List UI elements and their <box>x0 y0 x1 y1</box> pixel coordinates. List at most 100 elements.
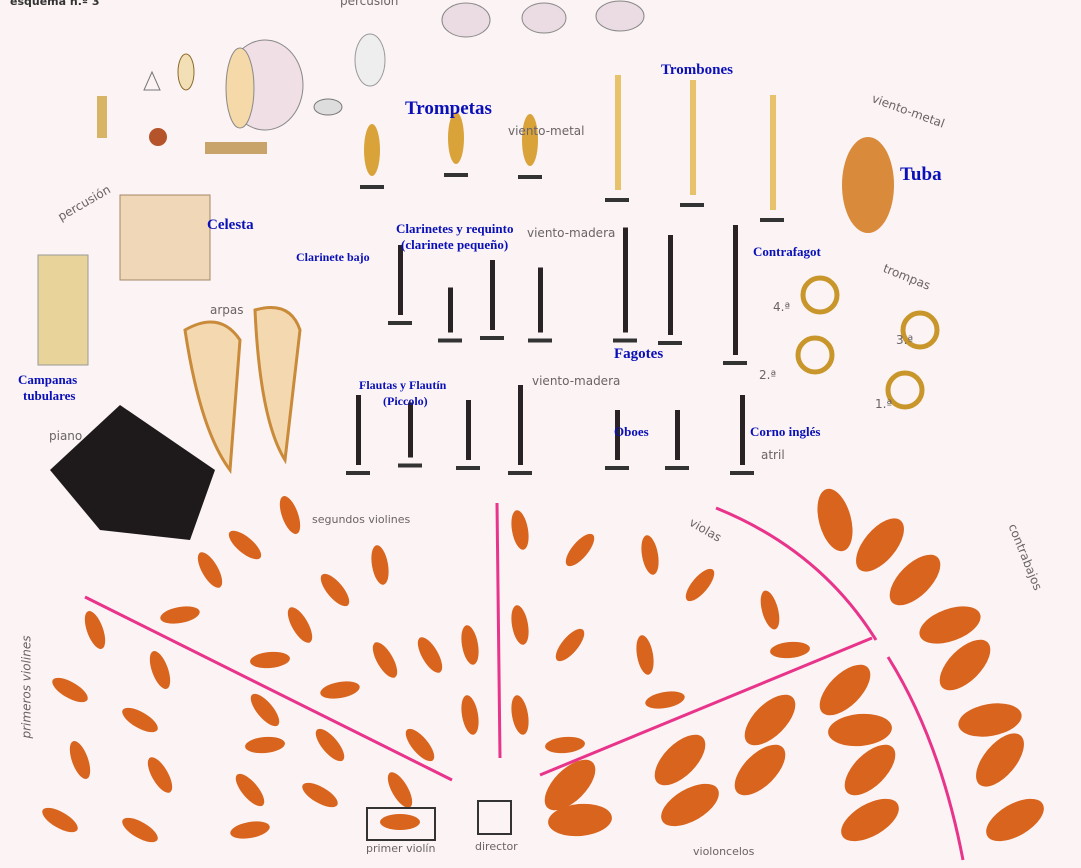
violin-icon <box>42 807 78 833</box>
horn-number: 3.ª <box>896 333 914 347</box>
music-stand-icon <box>658 341 682 345</box>
section-label-percusion: percusión <box>340 0 399 8</box>
horn-number: 4.ª <box>773 300 791 314</box>
violin-icon <box>380 814 420 830</box>
violin-icon <box>511 605 529 645</box>
woodwind-icon <box>356 395 361 465</box>
cello-icon <box>976 733 1024 787</box>
section-label-viento-metal: viento-metal <box>508 124 585 138</box>
triangle-icon <box>143 70 161 91</box>
cello-icon <box>986 798 1044 842</box>
violin-icon <box>641 535 659 575</box>
violin-icon <box>645 691 685 709</box>
french-horn-icon <box>885 370 925 410</box>
label-clarinetes: Clarinetes y requinto <box>396 221 514 236</box>
label-atril: atril <box>761 448 785 462</box>
violin-icon <box>387 772 413 808</box>
label-clarinete-bajo: Clarinete bajo <box>296 250 370 264</box>
cello-icon <box>734 744 786 796</box>
woodwind-icon <box>675 410 680 460</box>
percussion-group <box>37 0 645 540</box>
label-flautas: Flautas y Flautín <box>359 378 447 392</box>
violin-icon <box>315 728 345 762</box>
violin-icon <box>555 628 585 662</box>
music-stand-icon <box>444 173 468 177</box>
woodwind-icon <box>490 260 495 330</box>
woodwind-icon <box>398 245 403 315</box>
piano-icon <box>50 405 215 540</box>
music-stand-icon <box>613 338 637 343</box>
violin-icon <box>122 817 158 843</box>
woodwind-icon <box>408 402 413 458</box>
violin-icon <box>228 530 262 560</box>
music-stand-icon <box>518 175 542 179</box>
violin-icon <box>405 728 435 762</box>
cello-icon <box>828 713 892 747</box>
violin-icon <box>149 651 171 689</box>
string-instruments <box>42 488 1044 843</box>
divider-violas-contrabajos <box>715 506 878 641</box>
music-stand-icon <box>438 338 462 343</box>
violin-icon <box>461 695 479 735</box>
gong-icon <box>354 33 386 87</box>
music-stand-icon <box>605 466 629 470</box>
timpani-icon <box>441 2 491 38</box>
cello-icon <box>744 694 796 746</box>
cello-icon <box>548 803 612 837</box>
music-stand-icon <box>346 471 370 475</box>
violin-icon <box>197 552 223 588</box>
violin-icon <box>287 607 313 643</box>
section-label-primeros-violines: primeros violines <box>19 635 34 739</box>
trombone-icon <box>690 80 696 195</box>
cello-icon <box>856 518 904 572</box>
section-label-segundos-violines: segundos violines <box>312 513 411 526</box>
label-tuba: Tuba <box>900 164 942 185</box>
label-oboes: Oboes <box>614 424 649 439</box>
cello-icon <box>889 554 941 606</box>
violin-icon <box>320 681 360 699</box>
violin-icon <box>461 625 479 665</box>
harp-icon <box>183 320 242 475</box>
section-label-piano: piano <box>49 429 83 443</box>
music-stand-icon <box>398 463 422 468</box>
music-stand-icon <box>605 198 629 202</box>
woodwind-icon <box>733 225 738 355</box>
trombone-icon <box>615 75 621 190</box>
label-clarinetes-sub: (clarinete pequeño) <box>401 237 509 252</box>
music-stand-icon <box>388 321 412 325</box>
music-stand-icon <box>760 218 784 222</box>
music-stand-icon <box>480 336 504 340</box>
woodwind-icon <box>466 400 471 460</box>
trumpet-icon <box>522 114 538 166</box>
violin-icon <box>511 695 529 735</box>
label-flautas-sub: (Piccolo) <box>383 394 428 408</box>
label-fagotes: Fagotes <box>614 346 664 362</box>
section-label-viento-madera: viento-madera <box>527 226 616 240</box>
castanets-icon <box>149 128 167 146</box>
music-stand-icon <box>665 466 689 470</box>
music-stand-icon <box>360 185 384 189</box>
tubular-bells-icon <box>37 254 89 366</box>
tambourine-icon <box>177 53 195 91</box>
cello-icon <box>844 744 896 796</box>
divider-segundos-violas <box>495 502 502 759</box>
violin-icon <box>372 642 398 678</box>
celesta-icon <box>119 194 211 281</box>
label-corno-ingles: Corno inglés <box>750 424 821 439</box>
tuba-icon <box>842 137 894 233</box>
section-label-arpas: arpas <box>210 303 244 317</box>
bass-drum-head-icon <box>225 47 255 129</box>
timpani-icon <box>595 0 645 32</box>
divider-primeros-segundos <box>84 595 453 782</box>
violin-icon <box>235 773 265 807</box>
woodwind-icon <box>615 410 620 460</box>
horn-number: 1.ª <box>875 397 893 411</box>
french-horn-icon <box>900 310 940 350</box>
violin-icon <box>417 637 443 673</box>
violin-icon <box>250 693 280 727</box>
violin-icon <box>685 568 715 602</box>
violin-icon <box>52 677 88 703</box>
woodwind-icon <box>623 227 628 333</box>
violin-icon <box>302 782 338 808</box>
